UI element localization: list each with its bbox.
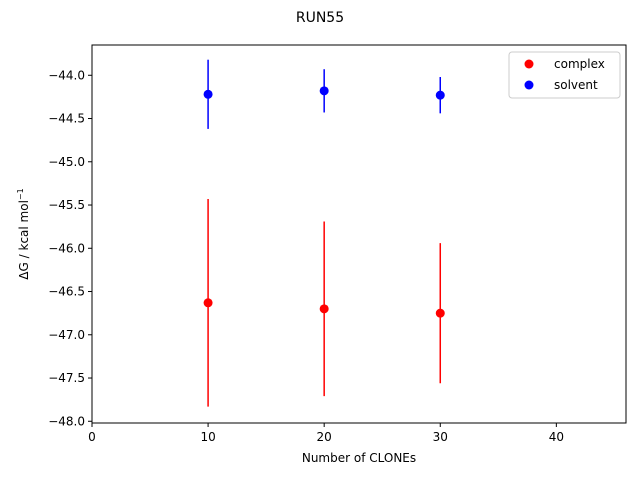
plot-marks bbox=[203, 59, 445, 407]
y-tick-label: −45.5 bbox=[48, 198, 85, 212]
data-point-complex bbox=[435, 308, 445, 318]
legend: complex solvent bbox=[508, 51, 621, 99]
y-tick-label: −46.5 bbox=[48, 285, 85, 299]
y-tick-label: −47.5 bbox=[48, 371, 85, 385]
y-tick-label: −46.0 bbox=[48, 241, 85, 255]
y-tick-label: −45.0 bbox=[48, 155, 85, 169]
legend-box bbox=[508, 51, 621, 99]
legend-marker-complex bbox=[524, 59, 534, 69]
y-tick-label: −48.0 bbox=[48, 414, 85, 428]
y-tick-label: −44.5 bbox=[48, 112, 85, 126]
x-tick-label: 0 bbox=[88, 430, 96, 444]
y-axis-label-superscript: −1 bbox=[16, 188, 25, 200]
data-point-complex bbox=[319, 304, 329, 314]
x-tick-label: 10 bbox=[200, 430, 215, 444]
chart-title: RUN55 bbox=[296, 10, 344, 26]
data-point-solvent bbox=[203, 89, 213, 99]
y-tick-label: −47.0 bbox=[48, 328, 85, 342]
x-tick-label: 40 bbox=[549, 430, 564, 444]
data-point-complex bbox=[203, 298, 213, 308]
legend-label-solvent: solvent bbox=[554, 78, 598, 92]
data-point-solvent bbox=[319, 86, 329, 96]
data-point-solvent bbox=[435, 90, 445, 100]
axes-frame bbox=[91, 44, 627, 424]
x-tick-label: 20 bbox=[317, 430, 332, 444]
y-axis-label-main: ΔG / kcal mol bbox=[17, 200, 31, 280]
x-tick-label: 30 bbox=[433, 430, 448, 444]
x-axis-ticks: 0 10 20 30 40 bbox=[88, 423, 564, 444]
x-axis-label: Number of CLONEs bbox=[302, 451, 416, 465]
y-tick-label: −44.0 bbox=[48, 68, 85, 82]
legend-marker-solvent bbox=[524, 80, 534, 90]
legend-label-complex: complex bbox=[554, 57, 605, 71]
y-axis-ticks: −48.0 −47.5 −47.0 −46.5 −46.0 −45.5 −45.0 −44.5… bbox=[48, 68, 92, 428]
y-axis-label: ΔG / kcal mol−1 bbox=[16, 188, 31, 279]
